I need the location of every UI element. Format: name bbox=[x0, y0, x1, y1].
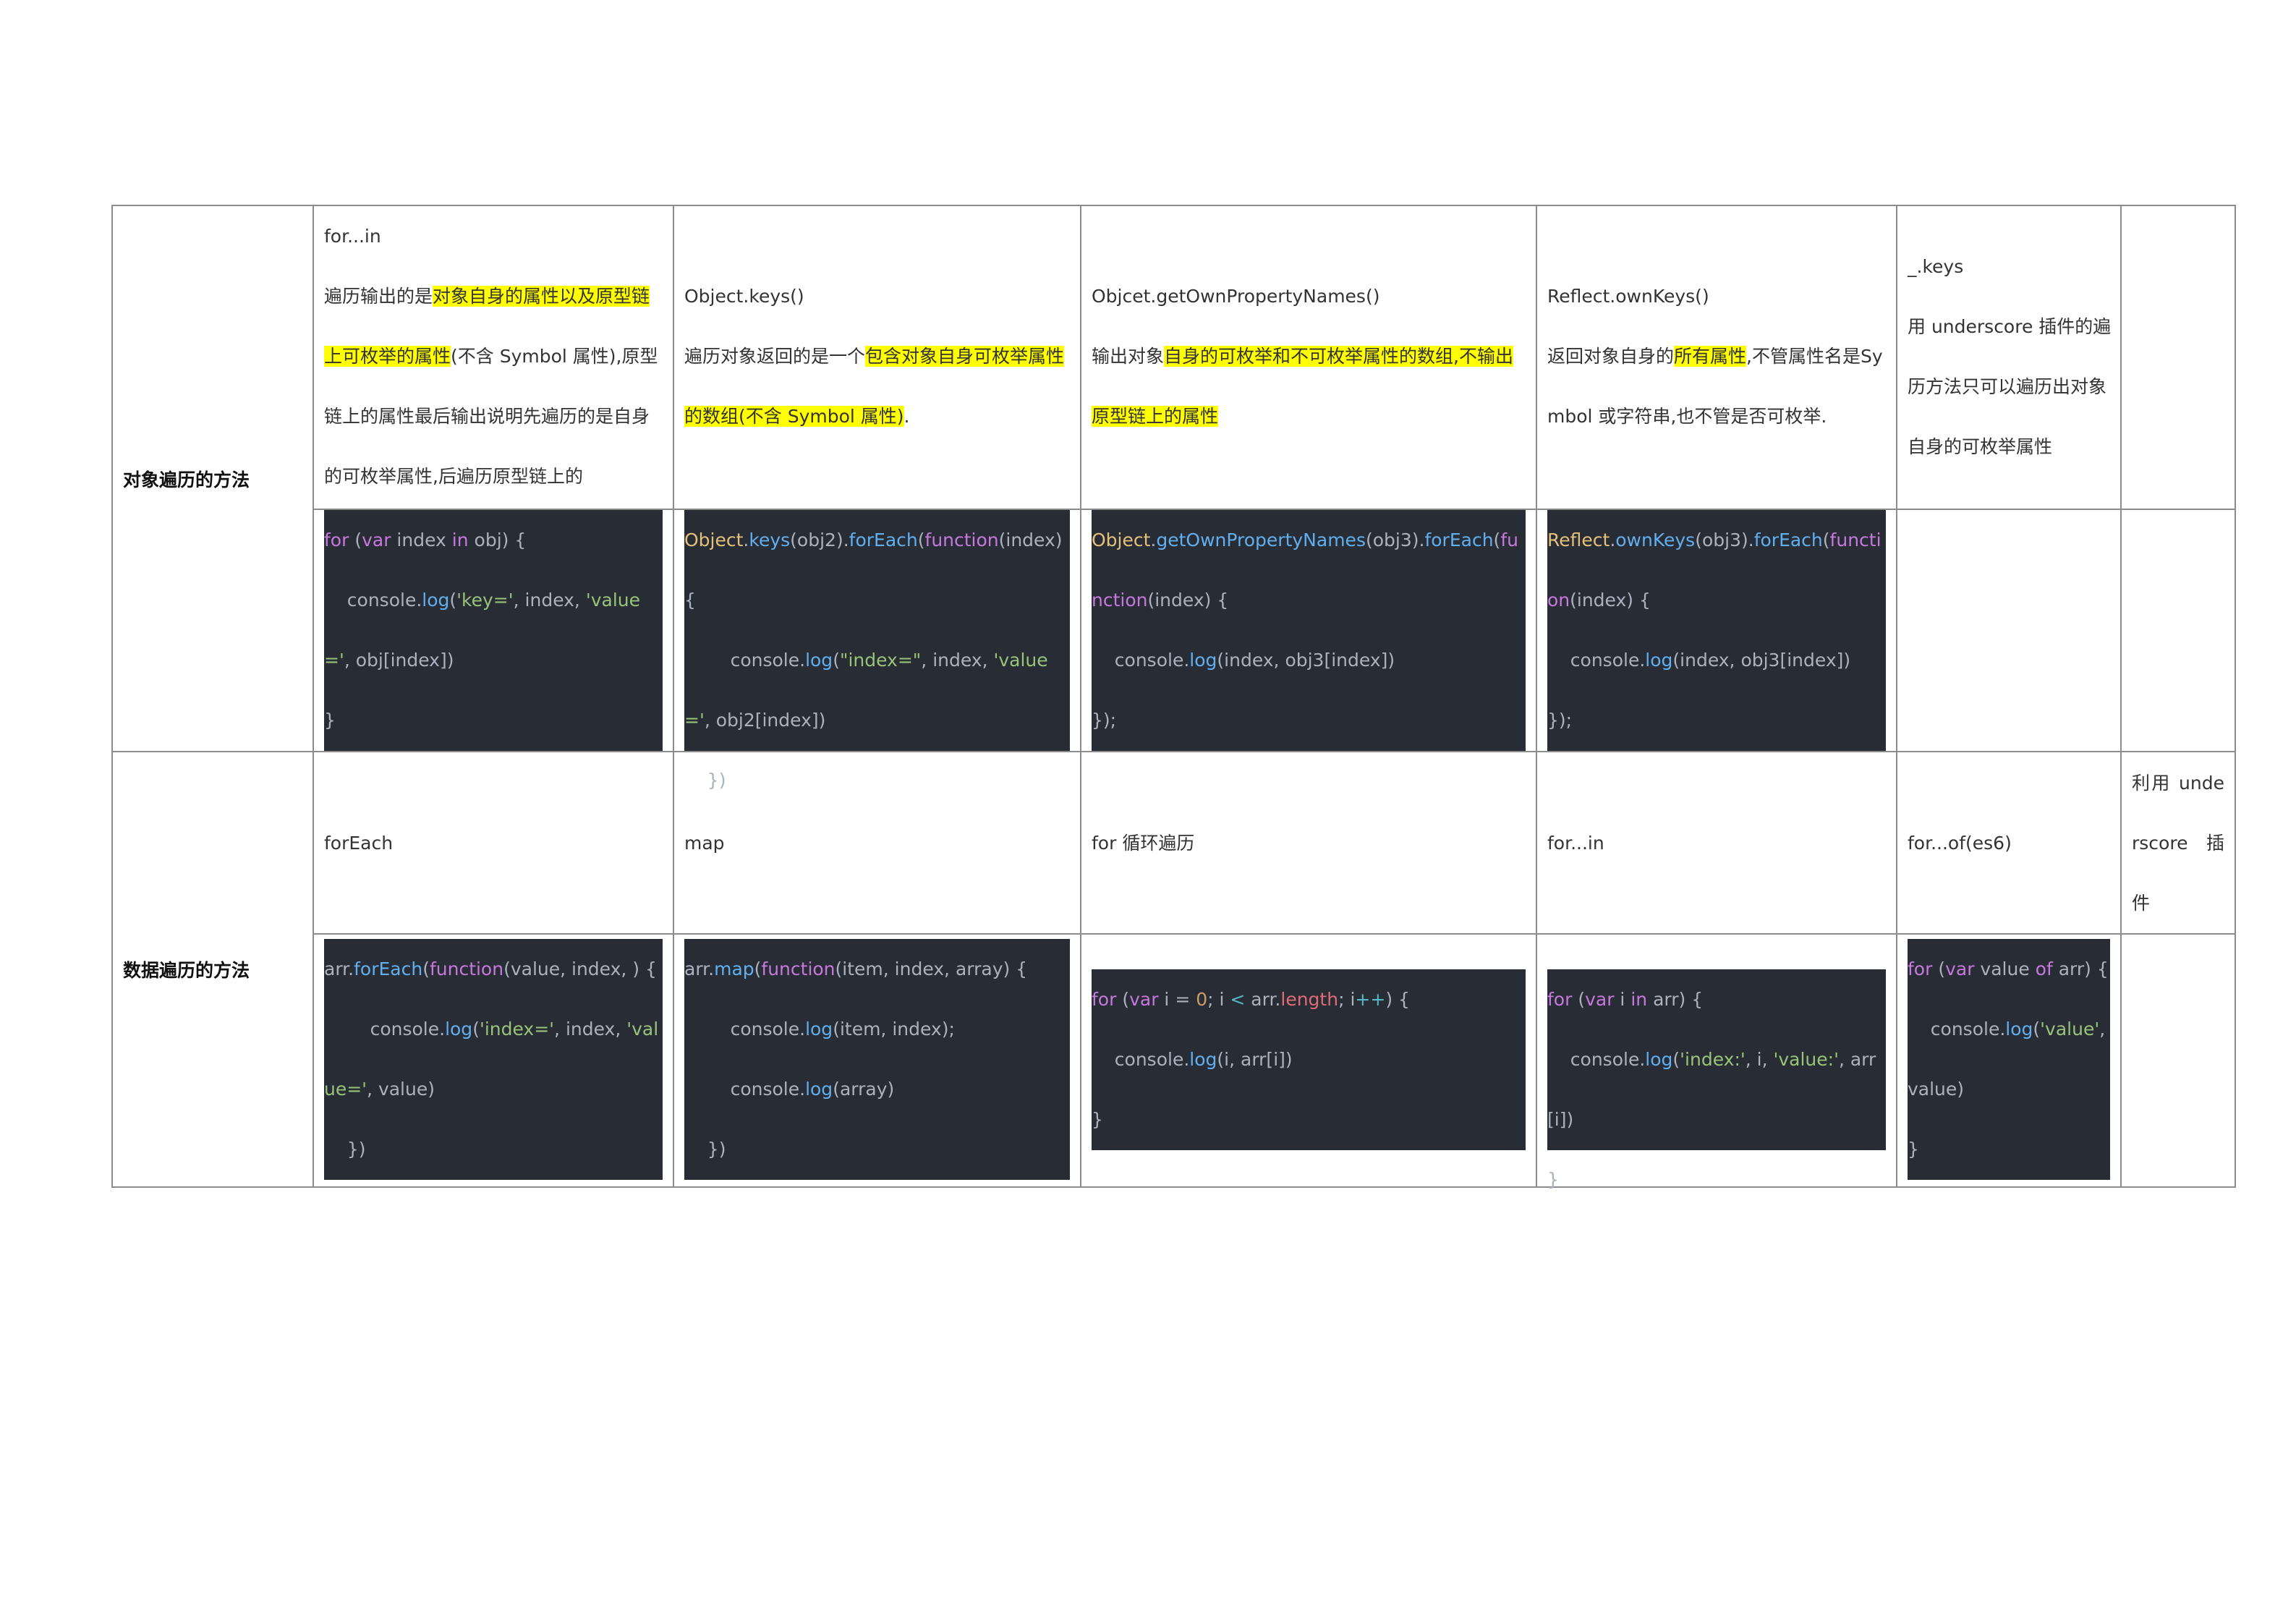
object-code-getownpropertynames: Object.getOwnPropertyNames(obj3).forEach… bbox=[1080, 509, 1537, 752]
array-method-forin: for...in bbox=[1536, 751, 1897, 935]
code-block: for (var index in obj) { console.log('ke… bbox=[324, 510, 663, 751]
method-desc: 用 underscore 插件的遍历方法只可以遍历出对象自身的可枚举属性 bbox=[1908, 316, 2112, 457]
code-block: for (var i = 0; i < arr.length; i++) { c… bbox=[1092, 969, 1526, 1150]
array-name-row: 数据遍历的方法 forEach map for 循环遍历 for...in fo… bbox=[111, 751, 2236, 1188]
method-name: Objcet.getOwnPropertyNames() bbox=[1092, 286, 1380, 307]
array-method-forof: for...of(es6) bbox=[1896, 751, 2122, 935]
object-method-forin: for...in 遍历输出的是对象自身的属性以及原型链上可枚举的属性(不含 Sy… bbox=[312, 205, 674, 510]
array-code-forof: for (var value of arr) { console.log('va… bbox=[1896, 933, 2122, 1188]
traversal-methods-table: 对象遍历的方法 for...in 遍历输出的是对象自身的属性以及原型链上可枚举的… bbox=[111, 205, 2236, 1190]
object-code-row: for (var index in obj) { console.log('ke… bbox=[112, 509, 2236, 791]
array-method-foreach: forEach bbox=[312, 751, 674, 935]
code-block: for (var i in arr) { console.log('index:… bbox=[1547, 969, 1886, 1190]
empty-cell bbox=[1896, 509, 2122, 752]
object-method-ownkeys: Reflect.ownKeys() 返回对象自身的所有属性,不管属性名是Symb… bbox=[1536, 205, 1897, 510]
method-name: _.keys bbox=[1908, 256, 1964, 277]
code-block: Object.keys(obj2).forEach(function(index… bbox=[684, 510, 1070, 791]
object-code-ownkeys: Reflect.ownKeys(obj3).forEach(function(i… bbox=[1536, 509, 1897, 752]
array-code-forin: for (var i in arr) { console.log('index:… bbox=[1536, 933, 1897, 1190]
code-block: for (var value of arr) { console.log('va… bbox=[1908, 939, 2110, 1180]
array-code-for-loop: for (var i = 0; i < arr.length; i++) { c… bbox=[1080, 933, 1537, 1188]
row-header-object: 对象遍历的方法 bbox=[111, 205, 314, 752]
method-name: for...in bbox=[324, 226, 381, 247]
array-code-foreach: arr.forEach(function(value, index, ) { c… bbox=[312, 933, 674, 1188]
method-desc: 遍历输出的是对象自身的属性以及原型链上可枚举的属性(不含 Symbol 属性),… bbox=[324, 286, 658, 487]
method-desc: 遍历对象返回的是一个包含对象自身可枚举属性的数组(不含 Symbol 属性). bbox=[684, 346, 1065, 427]
object-desc-row: 对象遍历的方法 for...in 遍历输出的是对象自身的属性以及原型链上可枚举的… bbox=[111, 205, 2236, 752]
code-block: Object.getOwnPropertyNames(obj3).forEach… bbox=[1092, 510, 1526, 751]
empty-cell bbox=[2120, 205, 2236, 510]
array-code-map: arr.map(function(item, index, array) { c… bbox=[673, 933, 1081, 1188]
object-code-keys: Object.keys(obj2).forEach(function(index… bbox=[673, 509, 1081, 791]
array-method-map: map bbox=[673, 751, 1081, 935]
code-block: Reflect.ownKeys(obj3).forEach(function(i… bbox=[1547, 510, 1886, 751]
object-code-forin: for (var index in obj) { console.log('ke… bbox=[312, 509, 674, 752]
object-method-keys: Object.keys() 遍历对象返回的是一个包含对象自身可枚举属性的数组(不… bbox=[673, 205, 1081, 510]
empty-cell bbox=[2120, 509, 2236, 752]
method-name: Object.keys() bbox=[684, 286, 804, 307]
code-block: arr.map(function(item, index, array) { c… bbox=[684, 939, 1070, 1180]
object-method-underscore-keys: _.keys 用 underscore 插件的遍历方法只可以遍历出对象自身的可枚… bbox=[1896, 205, 2122, 510]
empty-cell bbox=[2120, 933, 2236, 1188]
object-method-getownpropertynames: Objcet.getOwnPropertyNames() 输出对象自身的可枚举和… bbox=[1080, 205, 1537, 510]
method-name: Reflect.ownKeys() bbox=[1547, 286, 1709, 307]
array-method-underscore: 利用 underscore 插件 bbox=[2120, 751, 2236, 935]
highlight: 所有属性 bbox=[1674, 346, 1747, 367]
method-desc: 输出对象自身的可枚举和不可枚举属性的数组,不输出原型链上的属性 bbox=[1092, 346, 1513, 427]
code-block: arr.forEach(function(value, index, ) { c… bbox=[324, 939, 663, 1180]
method-desc: 返回对象自身的所有属性,不管属性名是Symbol 或字符串,也不管是否可枚举. bbox=[1547, 346, 1883, 427]
array-method-for-loop: for 循环遍历 bbox=[1080, 751, 1537, 935]
row-header-array: 数据遍历的方法 bbox=[111, 751, 314, 1188]
array-code-row: arr.forEach(function(value, index, ) { c… bbox=[112, 933, 2236, 1190]
